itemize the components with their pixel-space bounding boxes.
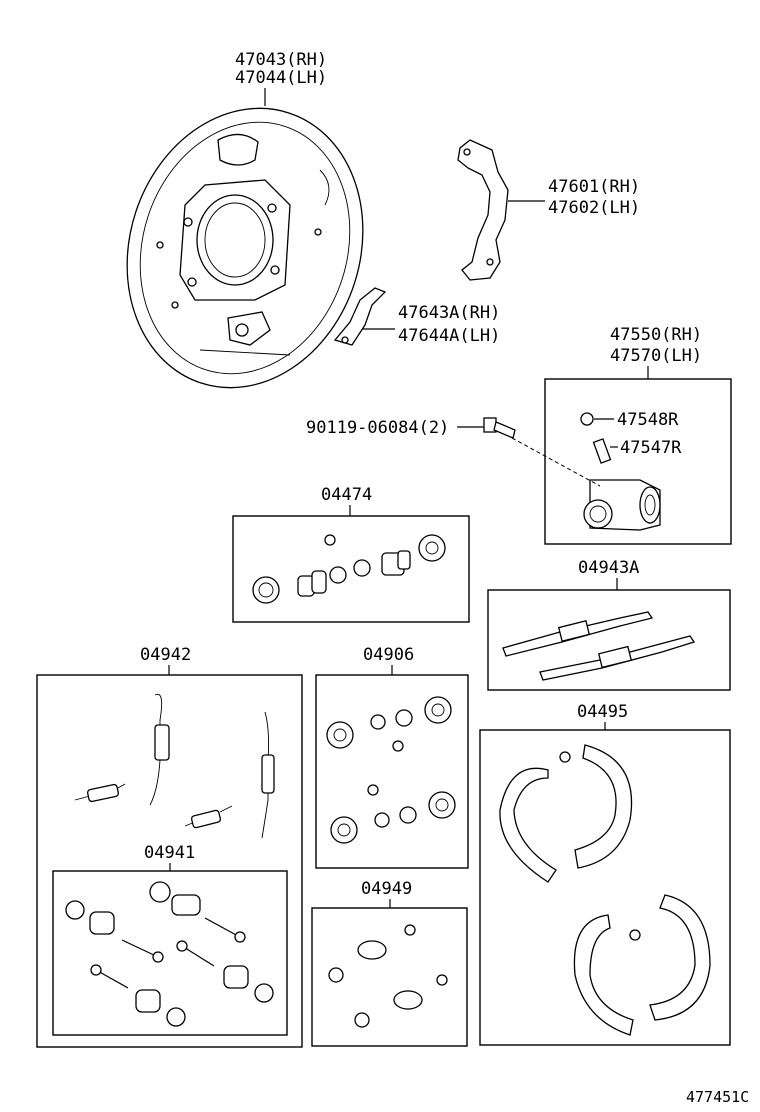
label-bleeder[interactable]: 47547R: [620, 438, 682, 458]
label-kit-04495[interactable]: 04495: [577, 702, 628, 722]
backing-plate-illustration: [126, 107, 364, 389]
label-kit-04942[interactable]: 04942: [140, 645, 191, 665]
label-lever-lh[interactable]: 47602(LH): [548, 198, 640, 218]
label-backing-plate-lh[interactable]: 47044(LH): [235, 68, 327, 88]
label-bolt[interactable]: 90119-06084(2): [306, 418, 449, 438]
strut-illustration: [333, 287, 387, 346]
kit-04942-springs: [74, 693, 275, 839]
kit-04941-box: [52, 870, 288, 1036]
kit-04949-box: [311, 907, 468, 1047]
label-kit-04943a[interactable]: 04943A: [578, 558, 639, 578]
label-cylinder-rh[interactable]: 47550(RH): [610, 325, 702, 345]
label-kit-04906[interactable]: 04906: [363, 645, 414, 665]
label-backing-plate-rh[interactable]: 47043(RH): [235, 50, 327, 70]
label-cap[interactable]: 47548R: [617, 410, 679, 430]
kit-04949-parts: [328, 924, 448, 1028]
label-strut-rh[interactable]: 47643A(RH): [398, 303, 500, 323]
wheel-cylinder-illustration: [580, 412, 661, 531]
kit-04906-parts: [326, 696, 456, 844]
wheel-cylinder-box: [544, 378, 732, 545]
bolt-dashed-guide: [511, 437, 601, 487]
parking-lever-illustration: [457, 139, 509, 281]
kit-04906-box: [315, 674, 469, 869]
kit-04474-box: [232, 515, 470, 623]
label-kit-04949[interactable]: 04949: [361, 879, 412, 899]
label-kit-04941[interactable]: 04941: [144, 843, 195, 863]
label-cylinder-lh[interactable]: 47570(LH): [610, 346, 702, 366]
kit-04943a-box: [487, 589, 731, 691]
kit-04495-box: [479, 729, 731, 1046]
kit-04474-parts: [252, 534, 446, 604]
diagram-id: 477451C: [686, 1088, 749, 1106]
kit-04943a-parts: [502, 611, 696, 681]
label-kit-04474[interactable]: 04474: [321, 485, 372, 505]
label-lever-rh[interactable]: 47601(RH): [548, 177, 640, 197]
kit-04941-parts: [65, 881, 274, 1027]
brake-shoes-illustration: [499, 744, 711, 1036]
kit-04942-box: [36, 674, 303, 1048]
bolt-illustration: [483, 417, 516, 439]
label-strut-lh[interactable]: 47644A(LH): [398, 326, 500, 346]
